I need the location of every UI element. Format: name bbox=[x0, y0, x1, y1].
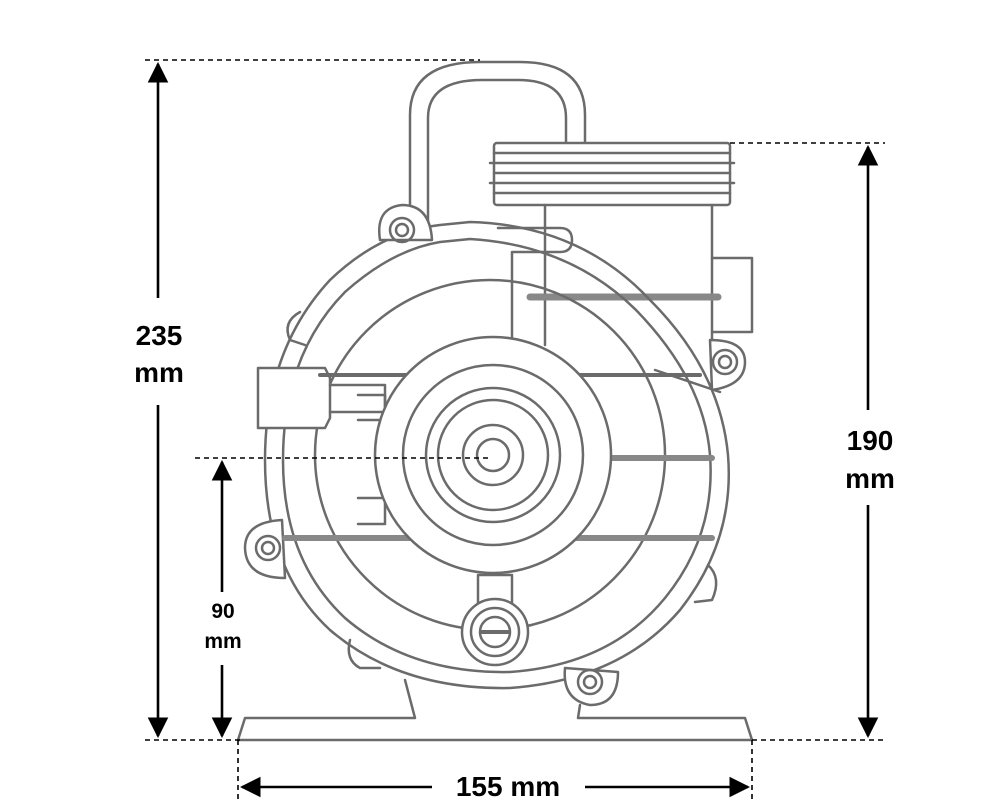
overall-height-unit: mm bbox=[134, 357, 184, 388]
shaft-height-unit: mm bbox=[204, 630, 241, 653]
mounting-lobe-bottom bbox=[563, 666, 620, 707]
base-width-label: 155 mm bbox=[456, 771, 560, 800]
mounting-lobe-top bbox=[378, 203, 434, 244]
handle-loop bbox=[408, 60, 587, 227]
inlet-tab bbox=[256, 366, 332, 430]
mounting-lobe-left bbox=[243, 518, 287, 580]
shaft-height-value: 90 bbox=[211, 600, 234, 623]
threaded-outlet bbox=[488, 141, 736, 347]
motor-face bbox=[373, 335, 613, 575]
dimension-arrows bbox=[147, 61, 879, 798]
mounting-lobe-right bbox=[708, 338, 747, 392]
overall-height-value: 235 bbox=[136, 320, 183, 351]
outlet-height-unit: mm bbox=[845, 463, 895, 494]
drain-plug bbox=[460, 573, 530, 667]
pump-illustration bbox=[236, 60, 754, 742]
dimension-lines bbox=[145, 59, 885, 800]
volute-housing bbox=[263, 220, 730, 690]
base bbox=[236, 678, 754, 742]
outlet-height-value: 190 bbox=[847, 425, 894, 456]
